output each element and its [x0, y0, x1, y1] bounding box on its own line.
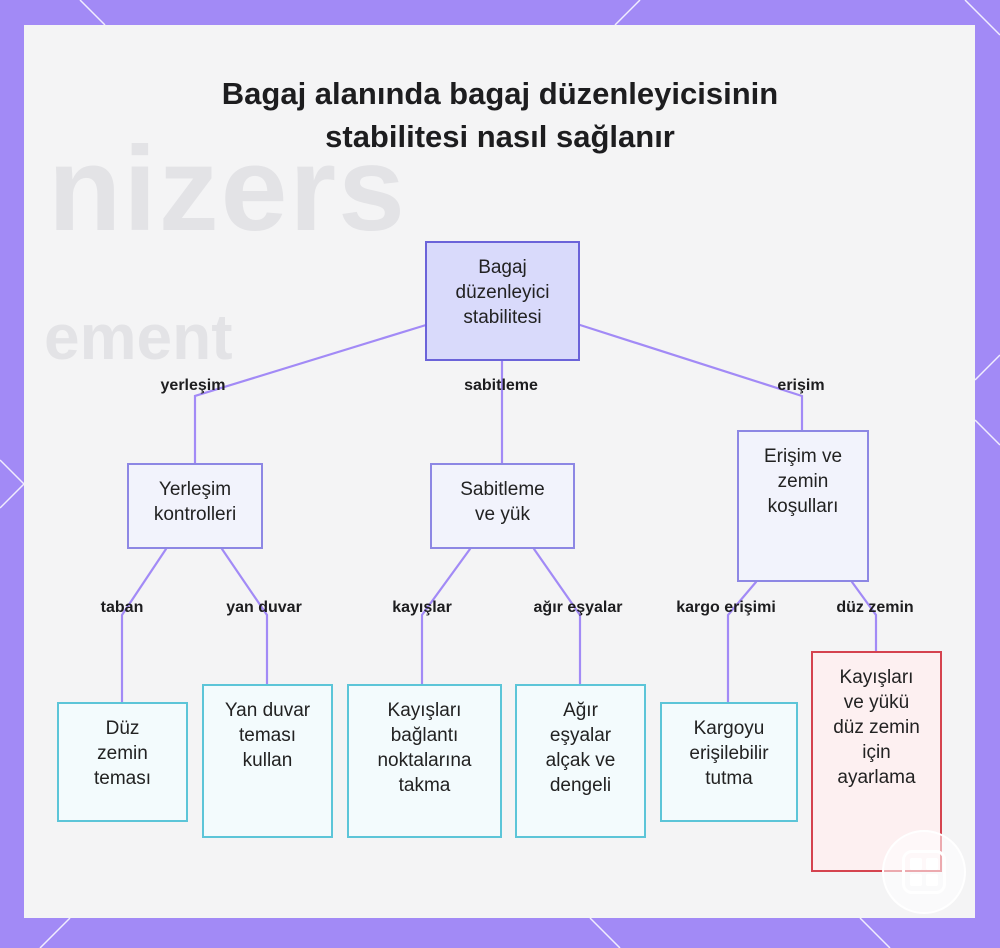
node-label: Yan duvar teması kullan — [218, 698, 317, 773]
edge-label-sabitleme: sabitleme — [464, 377, 538, 395]
leaf-kayislar-baglanti: Kayışları bağlantı noktalarına takma — [347, 684, 502, 838]
node-label: Düz zemin teması — [87, 716, 158, 791]
edge-label-kayislar: kayışlar — [392, 599, 452, 617]
root-node-label: Bagaj düzenleyici stabilitesi — [455, 255, 550, 330]
edge-label-taban: taban — [101, 599, 144, 617]
leaf-yan-duvar-temasi: Yan duvar teması kullan — [202, 684, 333, 838]
edge-label-kargo-erisimi: kargo erişimi — [676, 599, 776, 617]
node-label: Sabitleme ve yük — [452, 477, 553, 527]
node-erisim-ve-zemin: Erişim ve zemin koşulları — [737, 430, 869, 582]
node-label: Kargoyu erişilebilir tutma — [678, 716, 780, 791]
edge-yerlesim-taban — [122, 549, 166, 702]
grid-app-icon — [882, 830, 966, 914]
edge-label-agir-esyalar: ağır eşyalar — [534, 599, 623, 617]
edge-label-yan-duvar: yan duvar — [226, 599, 302, 617]
leaf-duz-zemin-temasi: Düz zemin teması — [57, 702, 188, 822]
edge-label-erisim: erişim — [777, 377, 824, 395]
edge-root-yerlesim — [195, 325, 426, 463]
node-sabitleme-ve-yuk: Sabitleme ve yük — [430, 463, 575, 549]
node-label: Erişim ve zemin koşulları — [761, 444, 845, 519]
node-yerlesim-kontrolleri: Yerleşim kontrolleri — [127, 463, 263, 549]
node-label: Kayışları ve yükü düz zemin için ayarlam… — [831, 665, 922, 790]
node-label: Yerleşim kontrolleri — [139, 477, 251, 527]
edge-label-yerlesim: yerleşim — [161, 377, 226, 395]
node-label: Ağır eşyalar alçak ve dengeli — [539, 698, 622, 798]
edge-label-duz-zemin: düz zemin — [836, 599, 913, 617]
leaf-agir-esyalar: Ağır eşyalar alçak ve dengeli — [515, 684, 646, 838]
leaf-kargo-erisilebilir: Kargoyu erişilebilir tutma — [660, 702, 798, 822]
root-node: Bagaj düzenleyici stabilitesi — [425, 241, 580, 361]
node-label: Kayışları bağlantı noktalarına takma — [361, 698, 488, 798]
edge-root-erisim — [580, 325, 802, 430]
